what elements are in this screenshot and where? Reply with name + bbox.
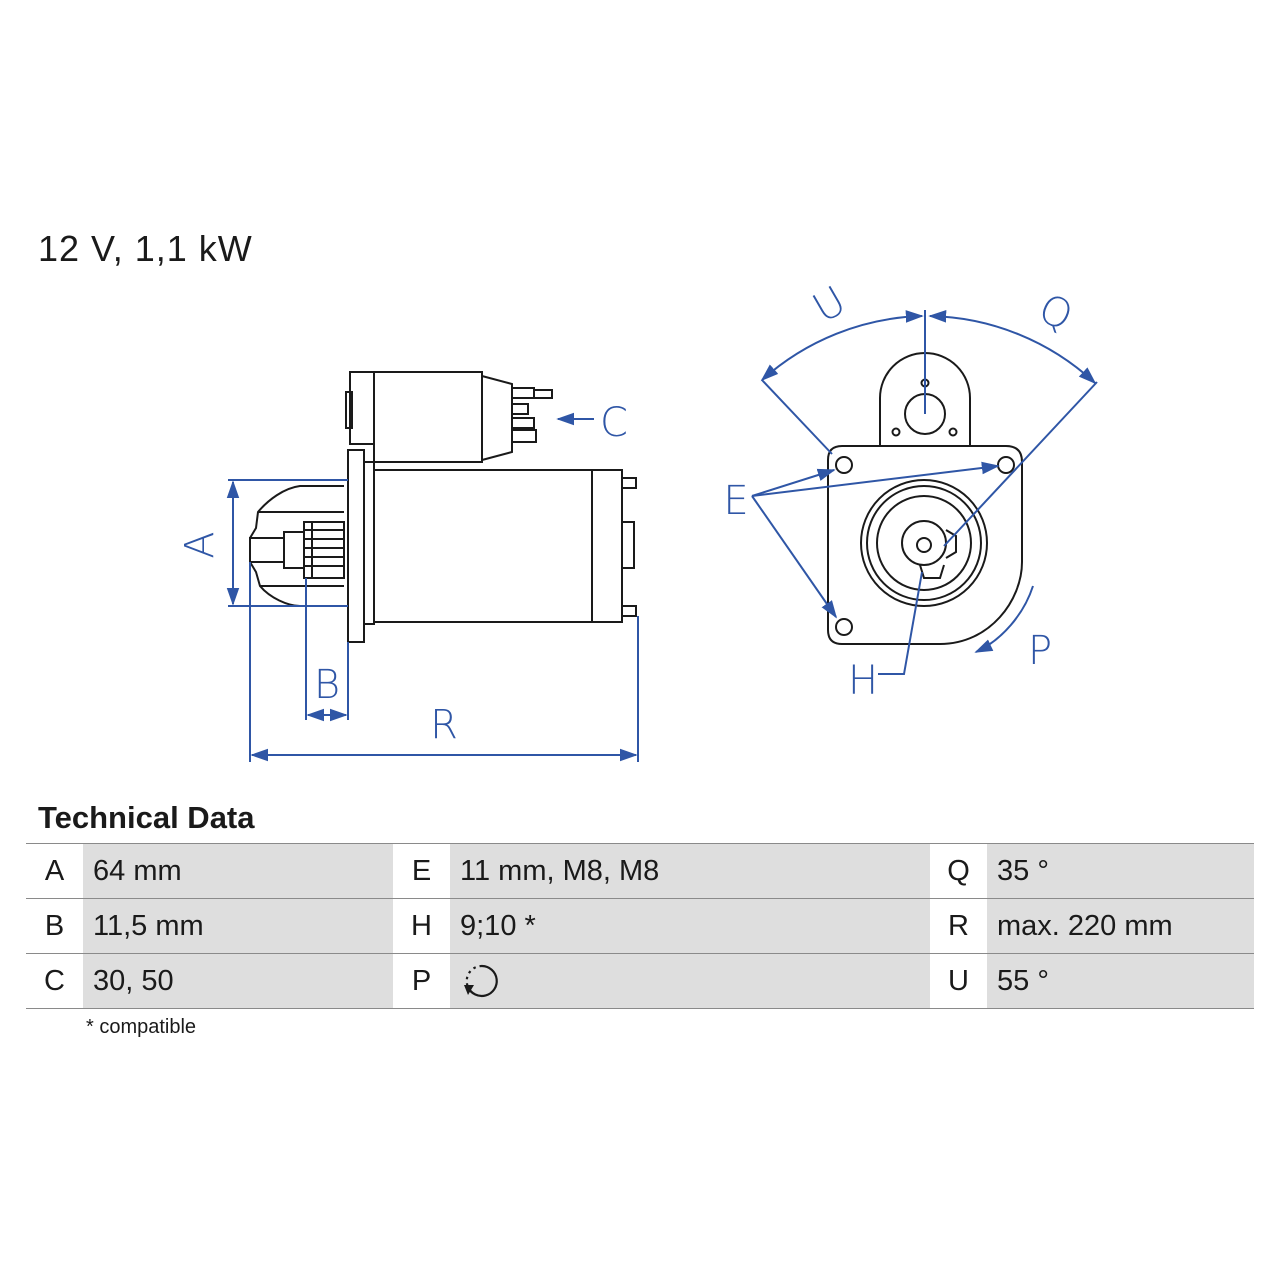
spec-value: 30, 50 <box>83 953 393 1009</box>
end-view-flange <box>827 445 1023 645</box>
spec-key: Q <box>930 843 987 899</box>
pinion-gear <box>303 521 345 579</box>
label-q: Q <box>1032 285 1080 340</box>
spec-value: max. 220 mm <box>987 898 1254 954</box>
spec-value-rotation <box>450 953 930 1009</box>
spec-key: U <box>930 953 987 1009</box>
mounting-flange <box>347 449 365 643</box>
starter-motor-drawing: A B R C U Q E H P <box>177 278 1098 762</box>
spec-value: 11,5 mm <box>83 898 393 954</box>
technical-data-heading: Technical Data <box>38 800 255 835</box>
label-b: B <box>314 662 340 708</box>
label-u: U <box>805 278 853 332</box>
label-e: E <box>723 478 748 524</box>
end-view-dimensions <box>751 310 1098 675</box>
technical-data-table: A 64 mm E 11 mm, M8, M8 Q 35 ° B 11,5 mm… <box>26 843 1254 1009</box>
spec-key: C <box>26 953 83 1009</box>
label-r: R <box>430 702 458 748</box>
motor-body <box>373 469 593 623</box>
spec-key: H <box>393 898 450 954</box>
spec-key: B <box>26 898 83 954</box>
side-view <box>249 371 637 643</box>
table-row: B 11,5 mm H 9;10 * R max. 220 mm <box>26 898 1254 954</box>
counterclockwise-rotation-icon <box>464 964 498 998</box>
spec-value: 64 mm <box>83 843 393 899</box>
spec-value: 35 ° <box>987 843 1254 899</box>
solenoid-body <box>373 371 483 463</box>
table-row: C 30, 50 P U 55 ° <box>26 953 1254 1009</box>
spec-value: 9;10 * <box>450 898 930 954</box>
label-a: A <box>177 531 223 558</box>
spec-key: A <box>26 843 83 899</box>
spec-key: P <box>393 953 450 1009</box>
spec-key: R <box>930 898 987 954</box>
label-c: C <box>600 400 628 446</box>
footnote: * compatible <box>86 1016 197 1038</box>
drive-housing <box>860 479 988 607</box>
side-view-dimensions <box>226 412 639 762</box>
spec-key: E <box>393 843 450 899</box>
spec-value: 11 mm, M8, M8 <box>450 843 930 899</box>
label-p: P <box>1028 628 1052 674</box>
page-title: 12 V, 1,1 kW <box>38 228 253 269</box>
spec-value: 55 ° <box>987 953 1254 1009</box>
table-row: A 64 mm E 11 mm, M8, M8 Q 35 ° <box>26 843 1254 899</box>
label-h: H <box>848 658 878 704</box>
